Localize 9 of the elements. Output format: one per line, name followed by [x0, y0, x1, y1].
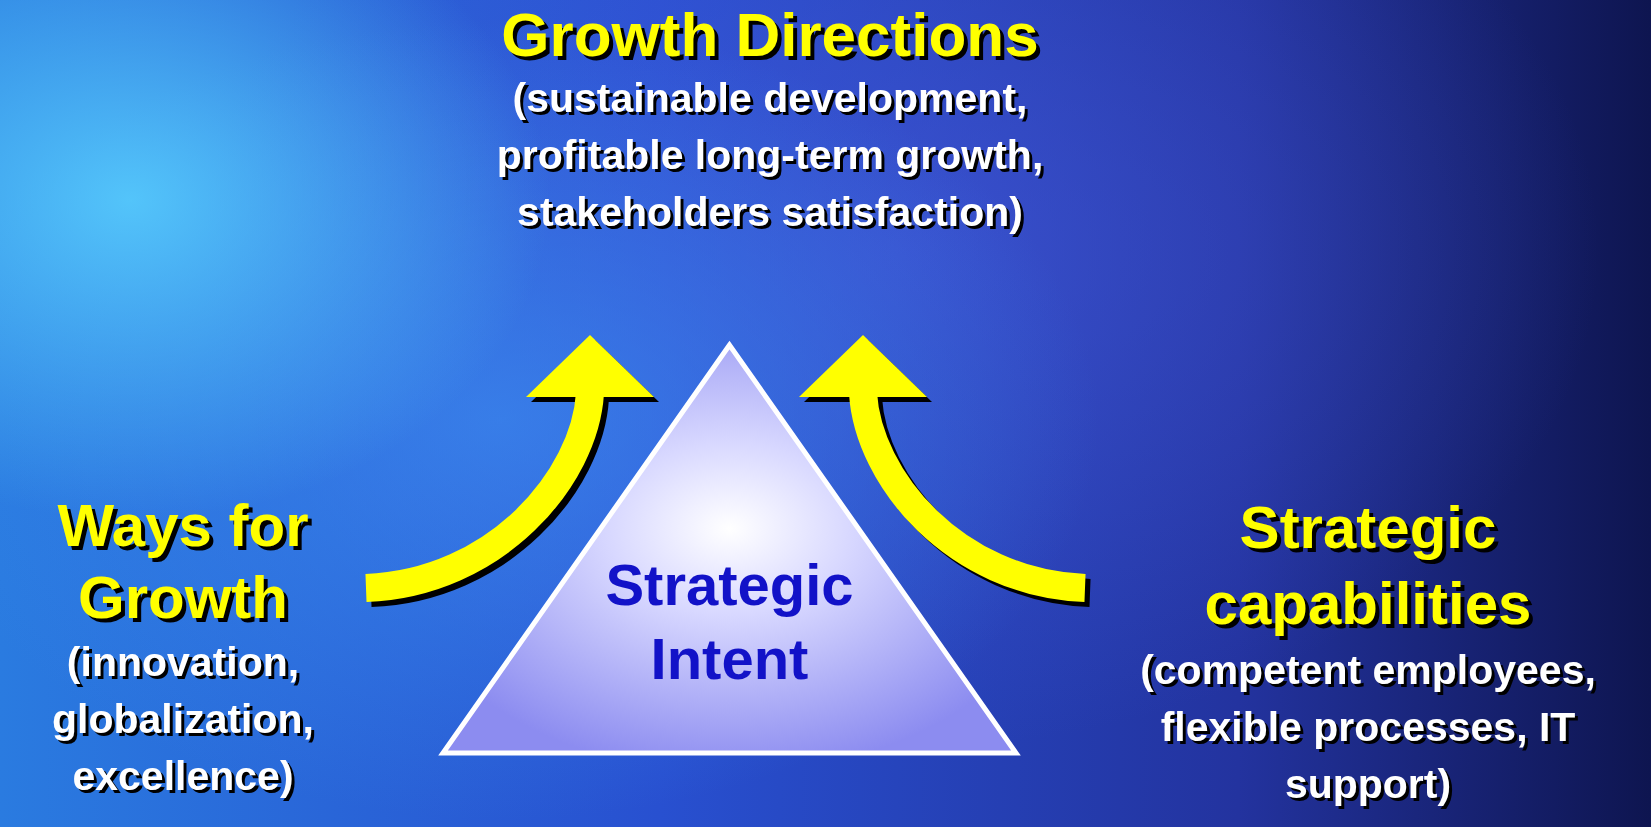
heading: Ways for Growth: [56, 491, 310, 633]
description-text: (competent employees, flexible processes, IT support): [1139, 646, 1597, 809]
curved-arrow: [799, 335, 1087, 602]
description-text: (innovation, globalization, excellence): [51, 638, 315, 801]
description-text: (sustainable development, profitable long-term growth, stakeholders satisfaction): [495, 74, 1045, 237]
heading: Growth Directions: [501, 0, 1039, 70]
heading: Strategic capabilities: [1203, 493, 1533, 639]
curved-arrow: [364, 335, 654, 602]
node-label: Strategic Intent: [604, 551, 855, 693]
